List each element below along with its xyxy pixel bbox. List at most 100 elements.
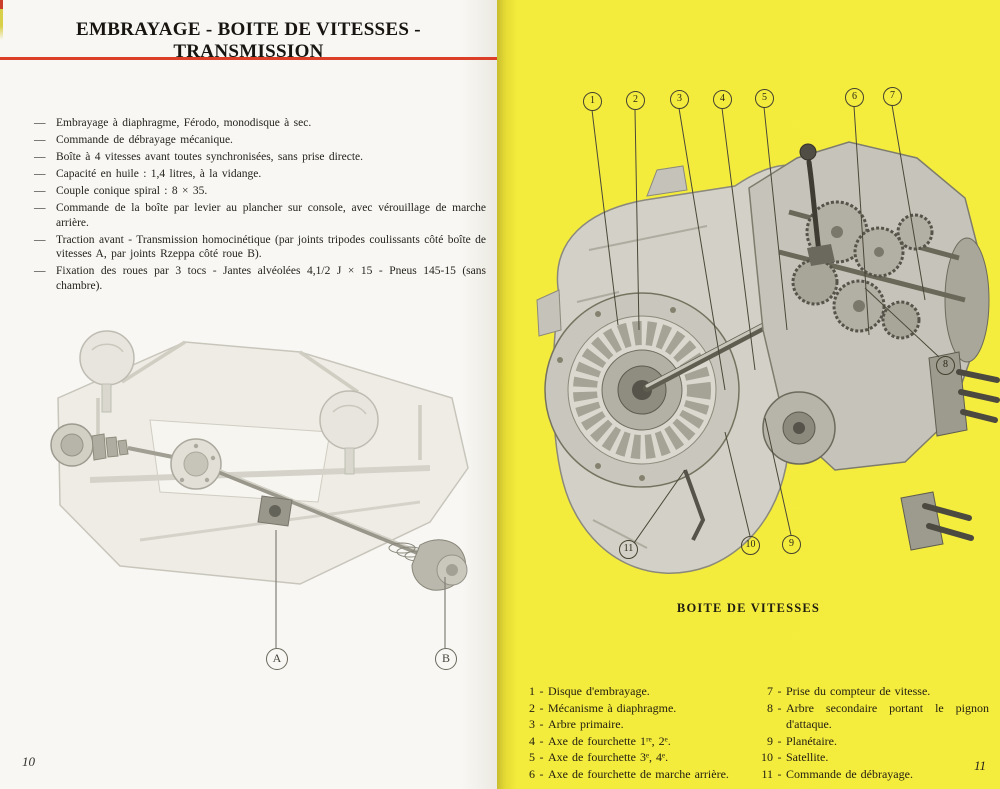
cross-member <box>89 465 431 483</box>
callout-leader-lines <box>591 104 940 544</box>
cv-boot <box>91 433 129 461</box>
legend-num: 7 <box>767 684 773 698</box>
callout-1: 1 <box>583 92 602 111</box>
right-page: 1 2 3 4 5 6 7 8 9 10 11 BOITE DE VITESSE… <box>497 0 1000 789</box>
suspension-arms <box>96 340 422 460</box>
legend-item: 2-Mécanisme à diaphragme. <box>517 700 755 717</box>
legend-num: 1 <box>529 684 535 698</box>
spec-item: —Traction avant - Transmission homocinét… <box>34 233 486 262</box>
gear-lever <box>799 143 835 266</box>
spec-text: Boîte à 4 vitesses avant toutes synchron… <box>56 151 363 163</box>
legend-num: 11 <box>761 766 773 781</box>
legend-item: 3-Arbre primaire. <box>517 716 755 733</box>
callout-7: 7 <box>883 87 902 106</box>
legend-text: Arbre primaire. <box>548 717 624 731</box>
legend-column-left: 1-Disque d'embrayage. 2-Mécanisme à diap… <box>517 683 755 782</box>
page-number-right: 11 <box>973 758 986 773</box>
spec-text: Embrayage à diaphragme, Férodo, monodisq… <box>56 117 312 129</box>
spec-item: — Fixation des roues par 3 tocs - Jantes … <box>34 264 486 293</box>
left-sphere <box>79 330 135 386</box>
spec-item: —Capacité en huile : 1,4 litres, à la vi… <box>34 167 486 182</box>
gearbox-illustration <box>536 104 1000 574</box>
legend-dash: - <box>777 684 782 698</box>
legend-text: Satellite. <box>786 750 829 764</box>
release-fork <box>683 469 706 541</box>
callout-4: 4 <box>713 90 732 109</box>
legend-text: Axe de fourchette de marche arrière. <box>548 766 729 781</box>
legend-dash: - <box>539 766 544 781</box>
bullet-dash: — <box>34 202 46 214</box>
differential <box>762 391 836 465</box>
spec-text: Fixation des roues par 3 tocs - Jantes a… <box>56 265 486 292</box>
driveshaft <box>219 469 437 563</box>
page-number-left: 10 <box>22 754 35 769</box>
left-hub <box>50 423 94 467</box>
legend-num: 2 <box>529 700 535 715</box>
tripod-joint <box>257 495 293 527</box>
legend-item: 6-Axe de fourchette de marche arrière. <box>517 766 755 783</box>
cover-edge-sliver <box>0 0 3 40</box>
callout-2: 2 <box>626 91 645 110</box>
legend-text: Commande de débrayage. <box>786 766 913 781</box>
bell-housing <box>536 164 803 574</box>
label-a: A <box>266 648 288 670</box>
legend-text: Axe de fourchette 1ʳᵉ, 2ᵉ. <box>548 733 671 748</box>
left-driveshaft <box>127 446 179 460</box>
legend-item: 7-Prise du compteur de vitesse. <box>755 683 989 700</box>
callout-3: 3 <box>670 90 689 109</box>
bullet-dash: — <box>34 134 46 146</box>
spec-item: — Boîte à 4 vitesses avant toutes synchro… <box>34 150 486 165</box>
page-title: EMBRAYAGE - BOITE DE VITESSES - TRANSMIS… <box>76 19 421 62</box>
bullet-dash: — <box>34 117 46 129</box>
hub-flange <box>170 438 222 490</box>
bullet-dash: — <box>34 265 46 277</box>
legend-dash: - <box>777 750 782 764</box>
callout-6: 6 <box>845 88 864 107</box>
legend-dash: - <box>539 717 544 731</box>
legend-text: Disque d'embrayage. <box>548 684 650 698</box>
wheel-knuckle <box>411 539 466 591</box>
output-studs <box>900 351 1000 551</box>
callout-10: 10 <box>741 536 760 555</box>
legend-item: 4-Axe de fourchette 1ʳᵉ, 2ᵉ. <box>517 733 755 750</box>
subframe-outline <box>57 341 469 585</box>
legend-dash: - <box>777 700 782 715</box>
gear-cluster <box>748 141 990 471</box>
left-page: EMBRAYAGE - BOITE DE VITESSES - TRANSMIS… <box>0 0 497 789</box>
legend-column-right: 7-Prise du compteur de vitesse. 8-Arbre … <box>755 683 989 782</box>
legend-text: Axe de fourchette 3ᵉ, 4ᵉ. <box>548 750 669 764</box>
legend-num: 8 <box>767 700 773 715</box>
legend-text: Prise du compteur de vitesse. <box>786 684 931 698</box>
legend-text: Planétaire. <box>786 733 837 748</box>
spec-text: Couple conique spiral : 8 × 35. <box>56 185 208 197</box>
callout-5: 5 <box>755 89 774 108</box>
tie-rod <box>139 500 421 542</box>
legend-dash: - <box>777 733 782 748</box>
label-b: B <box>435 648 457 670</box>
right-sphere <box>319 390 379 450</box>
spec-text: Capacité en huile : 1,4 litres, à la vid… <box>56 168 262 180</box>
bullet-dash: — <box>34 151 46 163</box>
legend-text: Mécanisme à diaphragme. <box>548 700 677 715</box>
legend-dash: - <box>539 750 544 764</box>
legend-text: Arbre secondaire portant le pignon d'att… <box>786 700 989 732</box>
spec-item: — Embrayage à diaphragme, Férodo, monodis… <box>34 116 486 131</box>
clutch-disc <box>544 292 740 488</box>
legend: 1-Disque d'embrayage. 2-Mécanisme à diap… <box>517 683 989 782</box>
spec-text: Commande de débrayage mécanique. <box>56 134 233 146</box>
label-leader-lines <box>275 530 446 648</box>
legend-num: 9 <box>767 733 773 748</box>
spec-text: Commande de la boîte par levier au planc… <box>56 202 486 229</box>
legend-dash: - <box>777 766 782 781</box>
bullet-dash: — <box>34 233 46 246</box>
legend-item: 5-Axe de fourchette 3ᵉ, 4ᵉ. <box>517 749 755 766</box>
spec-item: — Commande de débrayage mécanique. <box>34 133 486 148</box>
legend-item: 1-Disque d'embrayage. <box>517 683 755 700</box>
legend-num: 6 <box>529 766 535 781</box>
input-shaft <box>643 284 841 392</box>
legend-num: 4 <box>529 733 535 748</box>
bullet-dash: — <box>34 185 46 197</box>
callout-9: 9 <box>782 535 801 554</box>
subframe-cutout <box>149 419 331 503</box>
title-rule <box>0 57 497 60</box>
